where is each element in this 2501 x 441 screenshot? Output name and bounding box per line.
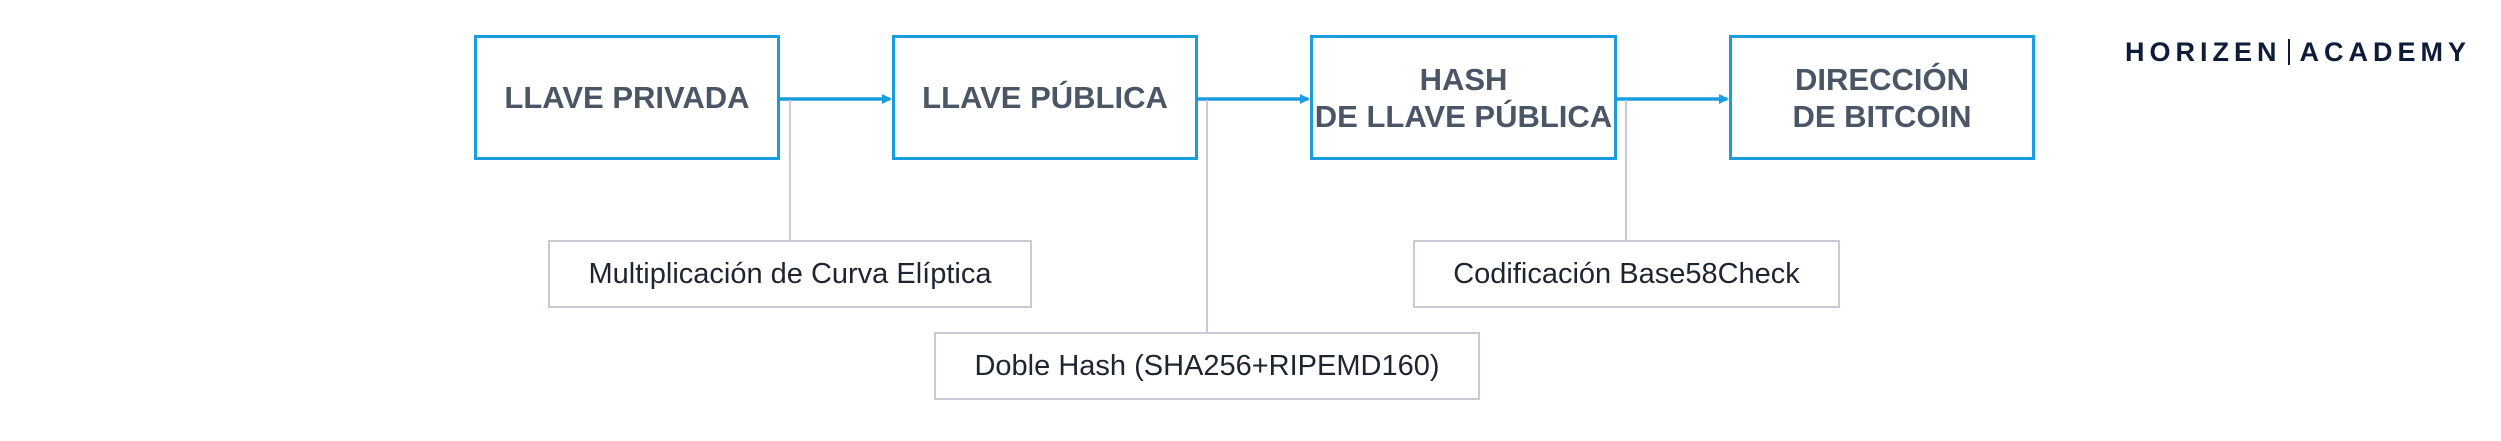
step-llave-publica: LLAVE PÚBLICA xyxy=(892,35,1198,160)
note-label: Multiplicación de Curva Elíptica xyxy=(588,257,992,290)
note-label: Doble Hash (SHA256+RIPEMD160) xyxy=(974,349,1440,382)
step-label: HASH DE LLAVE PÚBLICA xyxy=(1314,61,1613,134)
note-base58check: Codificación Base58Check xyxy=(1413,240,1840,308)
step-direccion-bitcoin: DIRECCIÓN DE BITCOIN xyxy=(1729,35,2035,160)
step-label: LLAVE PÚBLICA xyxy=(922,80,1168,115)
step-label: DIRECCIÓN DE BITCOIN xyxy=(1792,61,1972,134)
step-hash-llave-publica: HASH DE LLAVE PÚBLICA xyxy=(1310,35,1617,160)
logo-brand: HORIZEN xyxy=(2125,36,2282,67)
step-llave-privada: LLAVE PRIVADA xyxy=(474,35,780,160)
step-label: LLAVE PRIVADA xyxy=(504,80,750,115)
note-curva-eliptica: Multiplicación de Curva Elíptica xyxy=(548,240,1032,308)
logo-sub: ACADEMY xyxy=(2299,36,2472,67)
horizen-academy-logo: HORIZEN ACADEMY xyxy=(2125,30,2471,74)
note-doble-hash: Doble Hash (SHA256+RIPEMD160) xyxy=(934,332,1480,400)
note-label: Codificación Base58Check xyxy=(1453,257,1800,290)
logo-divider xyxy=(2287,39,2290,65)
